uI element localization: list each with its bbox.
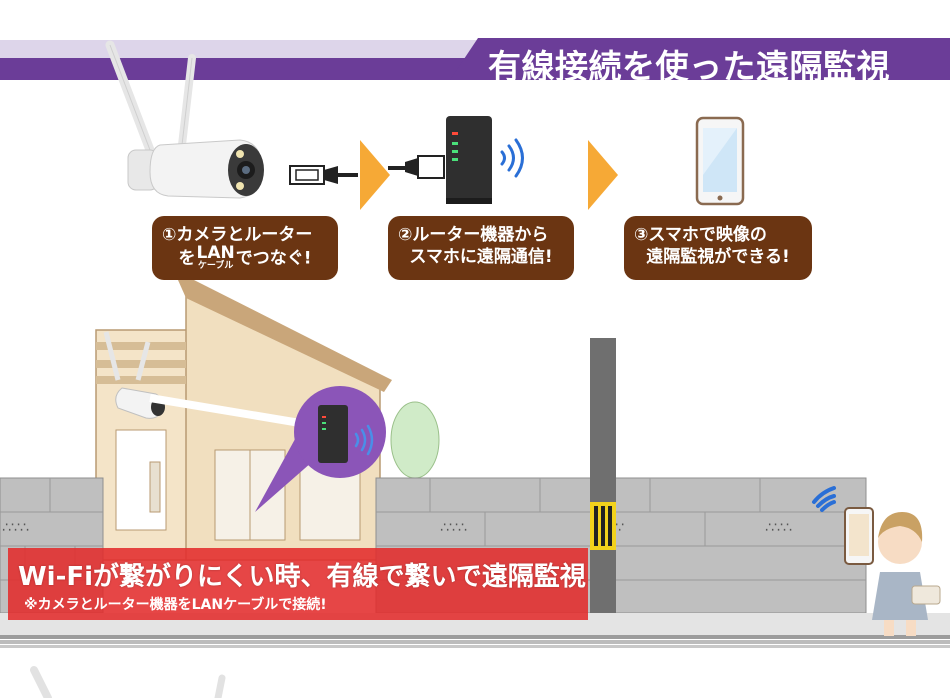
svg-text:∵: ∵ — [615, 520, 624, 536]
step-1-line2-pre: を — [178, 248, 196, 269]
svg-text:∴∵∴: ∴∵∴ — [765, 520, 792, 536]
section-divider — [0, 640, 950, 644]
person-with-phone-illustration — [844, 507, 941, 636]
top-illustration — [105, 40, 745, 210]
router-bubble — [255, 386, 386, 512]
security-camera-icon — [105, 40, 264, 199]
wifi-waves-icon — [500, 138, 524, 178]
step-1-line2-post: でつなぐ! — [235, 248, 312, 269]
svg-text:∴∵∴: ∴∵∴ — [440, 520, 467, 536]
router-icon — [446, 116, 492, 204]
house-scene-illustration: ∴∵∴ ∴∵∴ ∵ ∴∵∴ — [0, 280, 950, 648]
header-title-tab — [450, 38, 950, 80]
lan-ruby-text: ケーブル — [197, 261, 234, 271]
road-line — [0, 645, 950, 648]
step-3-badge: ③スマホで映像の 遠隔監視ができる! — [624, 216, 812, 280]
step-3-line2: 遠隔監視ができる! — [646, 247, 790, 267]
caption-title: Wi-Fiが繋がりにくい時、有線で繋いで遠隔監視 — [18, 562, 586, 592]
caption-subtitle: ※カメラとルーター機器をLANケーブルで接続! — [24, 597, 327, 613]
wifi-signal-icon — [812, 486, 836, 512]
step-1-line1: ①カメラとルーター — [162, 225, 313, 245]
svg-text:∴∵∴: ∴∵∴ — [2, 520, 29, 536]
lan-ruby-base: LAN — [196, 243, 235, 263]
utility-pole — [590, 338, 616, 620]
step-2-line1: ②ルーター機器から — [398, 225, 549, 245]
tree-icon — [390, 401, 440, 479]
next-section-camera-peek — [30, 666, 226, 698]
house-camera-icon — [103, 331, 165, 419]
arrow-right-1 — [360, 140, 390, 210]
curb-line — [0, 635, 950, 639]
arrow-right-2 — [588, 140, 618, 210]
lan-plug-right-icon — [388, 155, 445, 179]
step-2-line2: スマホに遠隔通信! — [409, 247, 553, 267]
smartphone-icon — [695, 116, 745, 206]
step-3-line1: ③スマホで映像の — [634, 225, 767, 245]
page-title: 有線接続を使った遠隔監視 — [488, 47, 890, 86]
lan-plug-left-icon — [289, 165, 358, 185]
step-2-badge: ②ルーター機器から スマホに遠隔通信! — [388, 216, 574, 280]
caption-panel — [8, 548, 588, 620]
